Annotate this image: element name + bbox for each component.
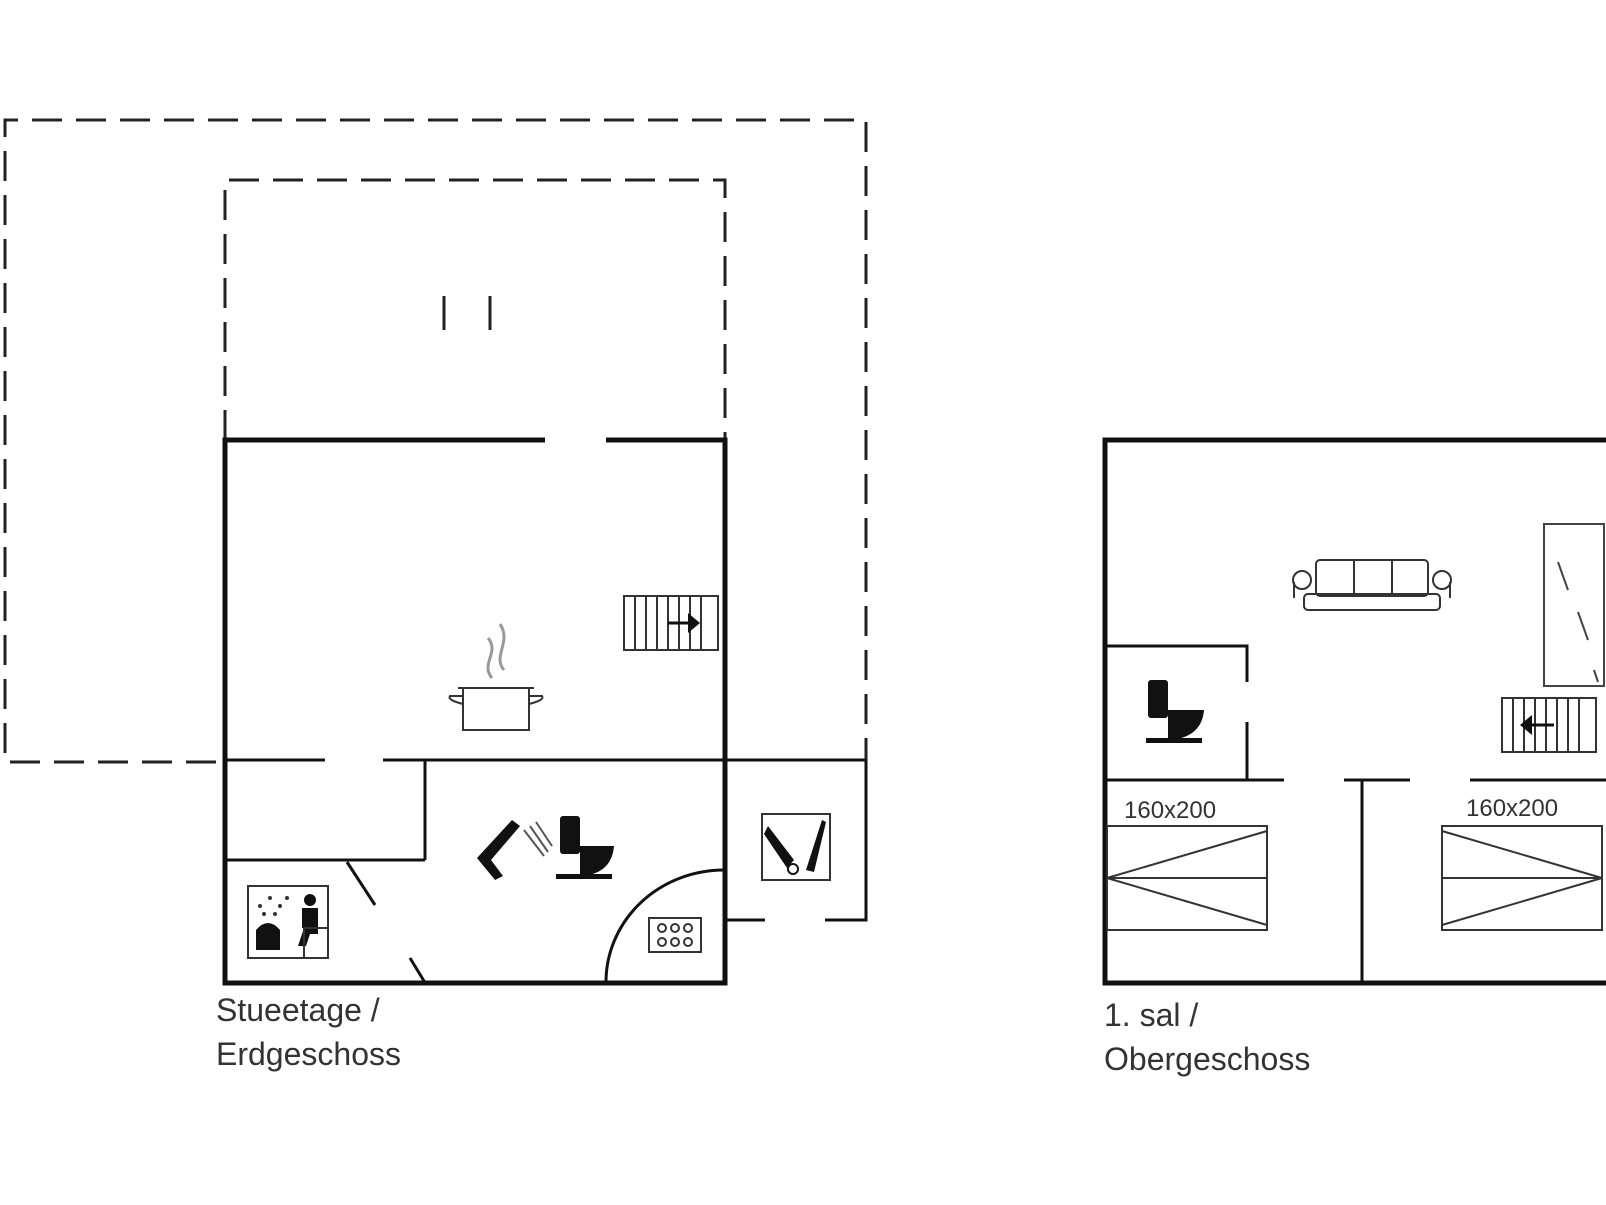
shower-icon	[477, 820, 553, 880]
outer-terrace-outline	[3, 118, 868, 764]
ground-floor-plan	[3, 118, 868, 986]
washing-machine-icon	[648, 917, 702, 953]
bed-icon	[1106, 825, 1268, 931]
caption-line: 1. sal /	[1104, 997, 1199, 1033]
caption-line: Stueetage /	[216, 992, 380, 1028]
sofa-icon	[1292, 559, 1452, 611]
ground-floor-caption: Stueetage / Erdgeschoss	[216, 988, 401, 1076]
bed-size-label: 160x200	[1124, 797, 1216, 824]
caption-line: Erdgeschoss	[216, 1036, 401, 1072]
toilet-icon	[556, 816, 614, 879]
terrace-outline	[3, 118, 868, 764]
staircase-icon	[1501, 697, 1597, 753]
exterior-walls	[222, 437, 728, 986]
stove-pot-icon	[448, 623, 544, 731]
interior-walls	[225, 758, 725, 982]
upper-floor-plan: 160x200 160x200	[1102, 437, 1606, 986]
utility-annex-walls	[727, 758, 868, 922]
wardrobe	[1543, 523, 1605, 687]
exterior-walls	[1102, 437, 1606, 986]
caption-line: Obergeschoss	[1104, 1041, 1311, 1077]
inner-terrace-outline	[223, 178, 727, 440]
staircase-icon	[623, 595, 719, 651]
bed-icon	[1441, 825, 1603, 931]
sauna-icon	[247, 885, 329, 959]
door-swing	[604, 868, 725, 983]
bed-size-label: 160x200	[1466, 795, 1558, 822]
interior-walls	[1107, 644, 1606, 981]
upper-floor-caption: 1. sal / Obergeschoss	[1104, 993, 1310, 1081]
laundry-brush-icon	[761, 813, 831, 881]
toilet-icon	[1146, 680, 1204, 743]
